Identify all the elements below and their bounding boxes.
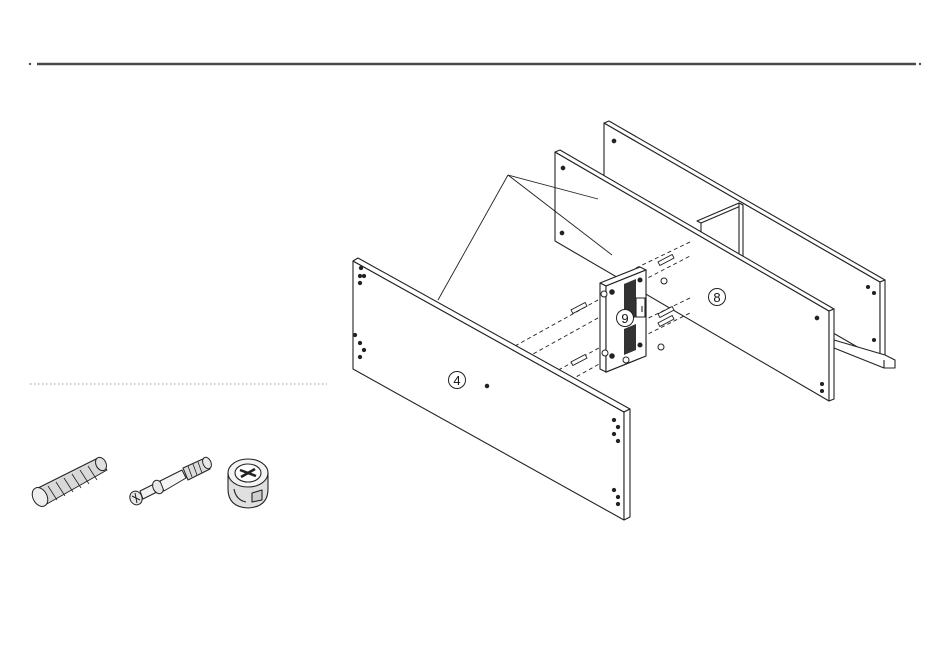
callout-bracket-9: 9 [617,310,634,327]
panel-4 [353,258,630,520]
wood-dowel-icon [29,455,109,509]
callout-panel-4: 4 [449,372,466,389]
header-rule [29,63,921,65]
callout-panel-8: 8 [709,289,726,306]
callout-panel-4-label: 4 [453,373,460,388]
cam-bolt-icon [128,456,214,507]
callout-panel-8-label: 8 [713,290,720,305]
cam-lock-nut-icon [228,459,268,508]
callout-bracket-9-label: 9 [621,311,628,326]
